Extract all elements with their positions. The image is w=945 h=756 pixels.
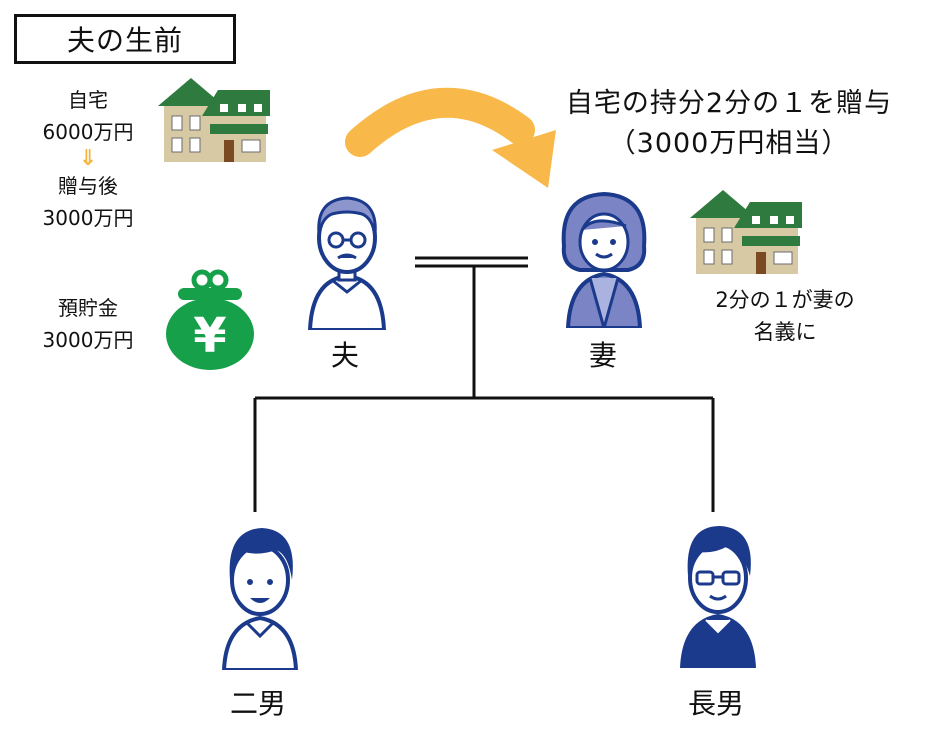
savings-label: 預貯金 [58, 296, 118, 320]
second-son-figure-icon [221, 528, 299, 670]
house-value: 6000万円 [42, 120, 134, 144]
gift-arrow-head [492, 130, 556, 188]
husband-label: 夫 [330, 339, 359, 372]
eldest-son-label: 長男 [687, 687, 744, 720]
page-title: 夫の生前 [14, 14, 236, 64]
second-son-label: 二男 [229, 687, 286, 720]
wife-note-line-1: 2分の１が妻の [715, 288, 855, 312]
savings-block: 預貯金 3000万円 [28, 292, 148, 356]
yen-purse-icon: ¥ [166, 269, 254, 370]
house-icon [158, 78, 270, 162]
house-icon-wife [690, 190, 802, 274]
wife-note-line-2: 名義に [753, 320, 817, 344]
house-value-block: 自宅 6000万円 ⇓ 贈与後 3000万円 [28, 84, 148, 234]
after-gift-label: 贈与後 [58, 174, 118, 198]
husband-figure-icon [307, 196, 387, 330]
gift-description: 自宅の持分2分の１を贈与 （3000万円相当） [534, 84, 924, 164]
savings-value: 3000万円 [42, 328, 134, 352]
wife-figure-icon [561, 191, 647, 328]
after-gift-value: 3000万円 [42, 206, 134, 230]
gift-arrow-body [345, 87, 535, 157]
gift-line-1: 自宅の持分2分の１を贈与 [565, 88, 893, 119]
yen-symbol: ¥ [193, 308, 226, 364]
wife-label: 妻 [588, 339, 617, 372]
eldest-son-figure-icon [679, 526, 757, 668]
down-arrow-icon: ⇓ [78, 146, 98, 171]
house-label: 自宅 [68, 88, 108, 112]
wife-ownership-note: 2分の１が妻の 名義に [690, 284, 880, 348]
gift-line-2: （3000万円相当） [608, 128, 850, 159]
